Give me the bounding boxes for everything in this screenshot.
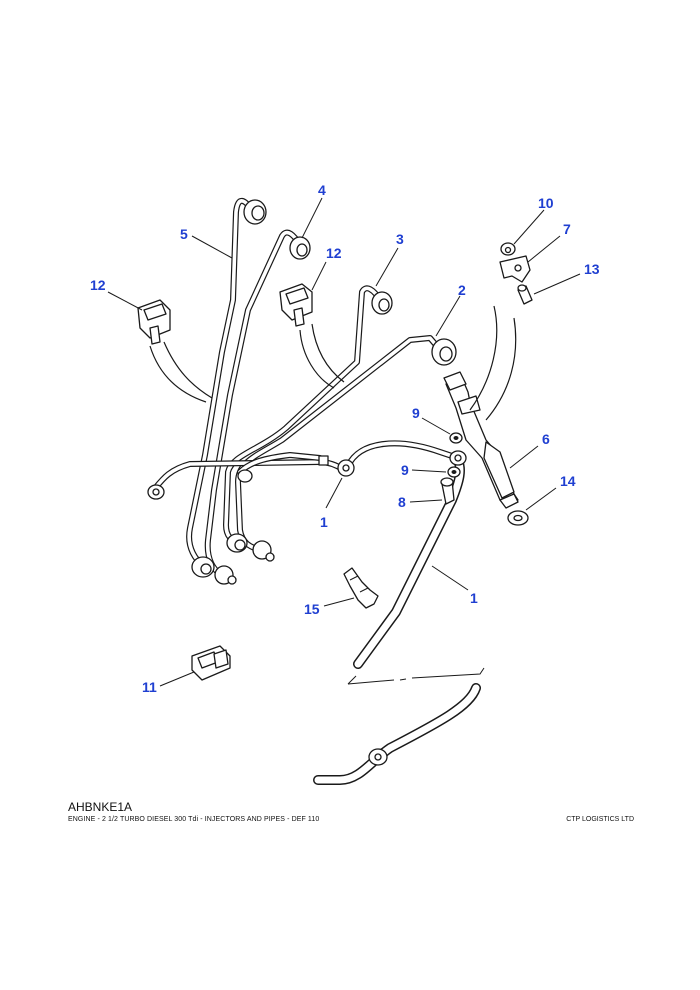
break-line <box>347 667 485 685</box>
callout-11: 11 <box>142 679 157 695</box>
assembly-arc-clamp-2 <box>485 317 517 421</box>
pipe-clip-15[interactable] <box>343 567 379 609</box>
callout-13: 13 <box>584 261 600 277</box>
leader-lines <box>107 197 581 687</box>
assembly-arc-cap-left-2 <box>149 345 207 403</box>
pump-nut-5 <box>191 556 237 585</box>
washer-9-lower[interactable] <box>447 466 461 478</box>
return-hose[interactable] <box>313 455 481 785</box>
diagram-title: ENGINE - 2 1/2 TURBO DIESEL 300 Tdi - IN… <box>68 816 320 823</box>
sealing-washer-14[interactable] <box>507 510 529 526</box>
injector-pipe-4[interactable] <box>204 229 303 579</box>
pipe-nut-3 <box>371 291 393 315</box>
company-name: CTP LOGISTICS LTD <box>566 816 634 823</box>
pipe-nut-5 <box>243 199 267 225</box>
banjo-union-injector <box>449 450 467 466</box>
pipe-nut-4 <box>289 236 311 260</box>
injector-pipe-5[interactable] <box>186 197 255 570</box>
assembly-arc-cap-right <box>299 329 335 389</box>
washer-9-upper[interactable] <box>449 432 463 444</box>
pump-nut-3 <box>226 533 275 562</box>
callout-3: 3 <box>396 231 404 247</box>
pipe-nut-2 <box>431 338 457 366</box>
callout-7: 7 <box>563 221 571 237</box>
assembly-arc-cap-right-2 <box>311 323 345 383</box>
callout-14: 14 <box>560 473 576 489</box>
callout-1-right: 1 <box>470 590 478 606</box>
callout-6: 6 <box>542 431 550 447</box>
callout-9-lower: 9 <box>401 462 409 478</box>
banjo-bolt-8[interactable] <box>440 477 455 505</box>
callout-12-right: 12 <box>326 245 342 261</box>
callout-2: 2 <box>458 282 466 298</box>
callout-9-upper: 9 <box>412 405 420 421</box>
leak-off-banjo-mid <box>237 469 253 483</box>
injector-clamp-7[interactable] <box>499 255 531 283</box>
assembly-arc-cap-left <box>163 341 213 399</box>
assembly-arc-clamp <box>469 305 498 411</box>
dowel-13[interactable] <box>517 284 533 305</box>
callout-1-left: 1 <box>320 514 328 530</box>
blanking-cap-12-right[interactable] <box>279 283 313 327</box>
callout-5: 5 <box>180 226 188 242</box>
callout-10: 10 <box>538 195 554 211</box>
leak-off-banjo-right <box>318 455 355 477</box>
blanking-cap-12-left[interactable] <box>137 299 171 345</box>
hose-connector <box>368 748 388 766</box>
diagram-code: AHBNKE1A <box>68 800 133 814</box>
callout-8: 8 <box>398 494 406 510</box>
blanking-cap-11[interactable] <box>191 645 231 681</box>
clamp-nut-10[interactable] <box>500 242 516 256</box>
injector[interactable] <box>443 371 519 509</box>
callout-4: 4 <box>318 182 326 198</box>
callout-12-left: 12 <box>90 277 106 293</box>
injector-pipe-3[interactable] <box>223 285 383 546</box>
leak-off-banjo-left <box>147 484 165 500</box>
callout-15: 15 <box>304 601 320 617</box>
